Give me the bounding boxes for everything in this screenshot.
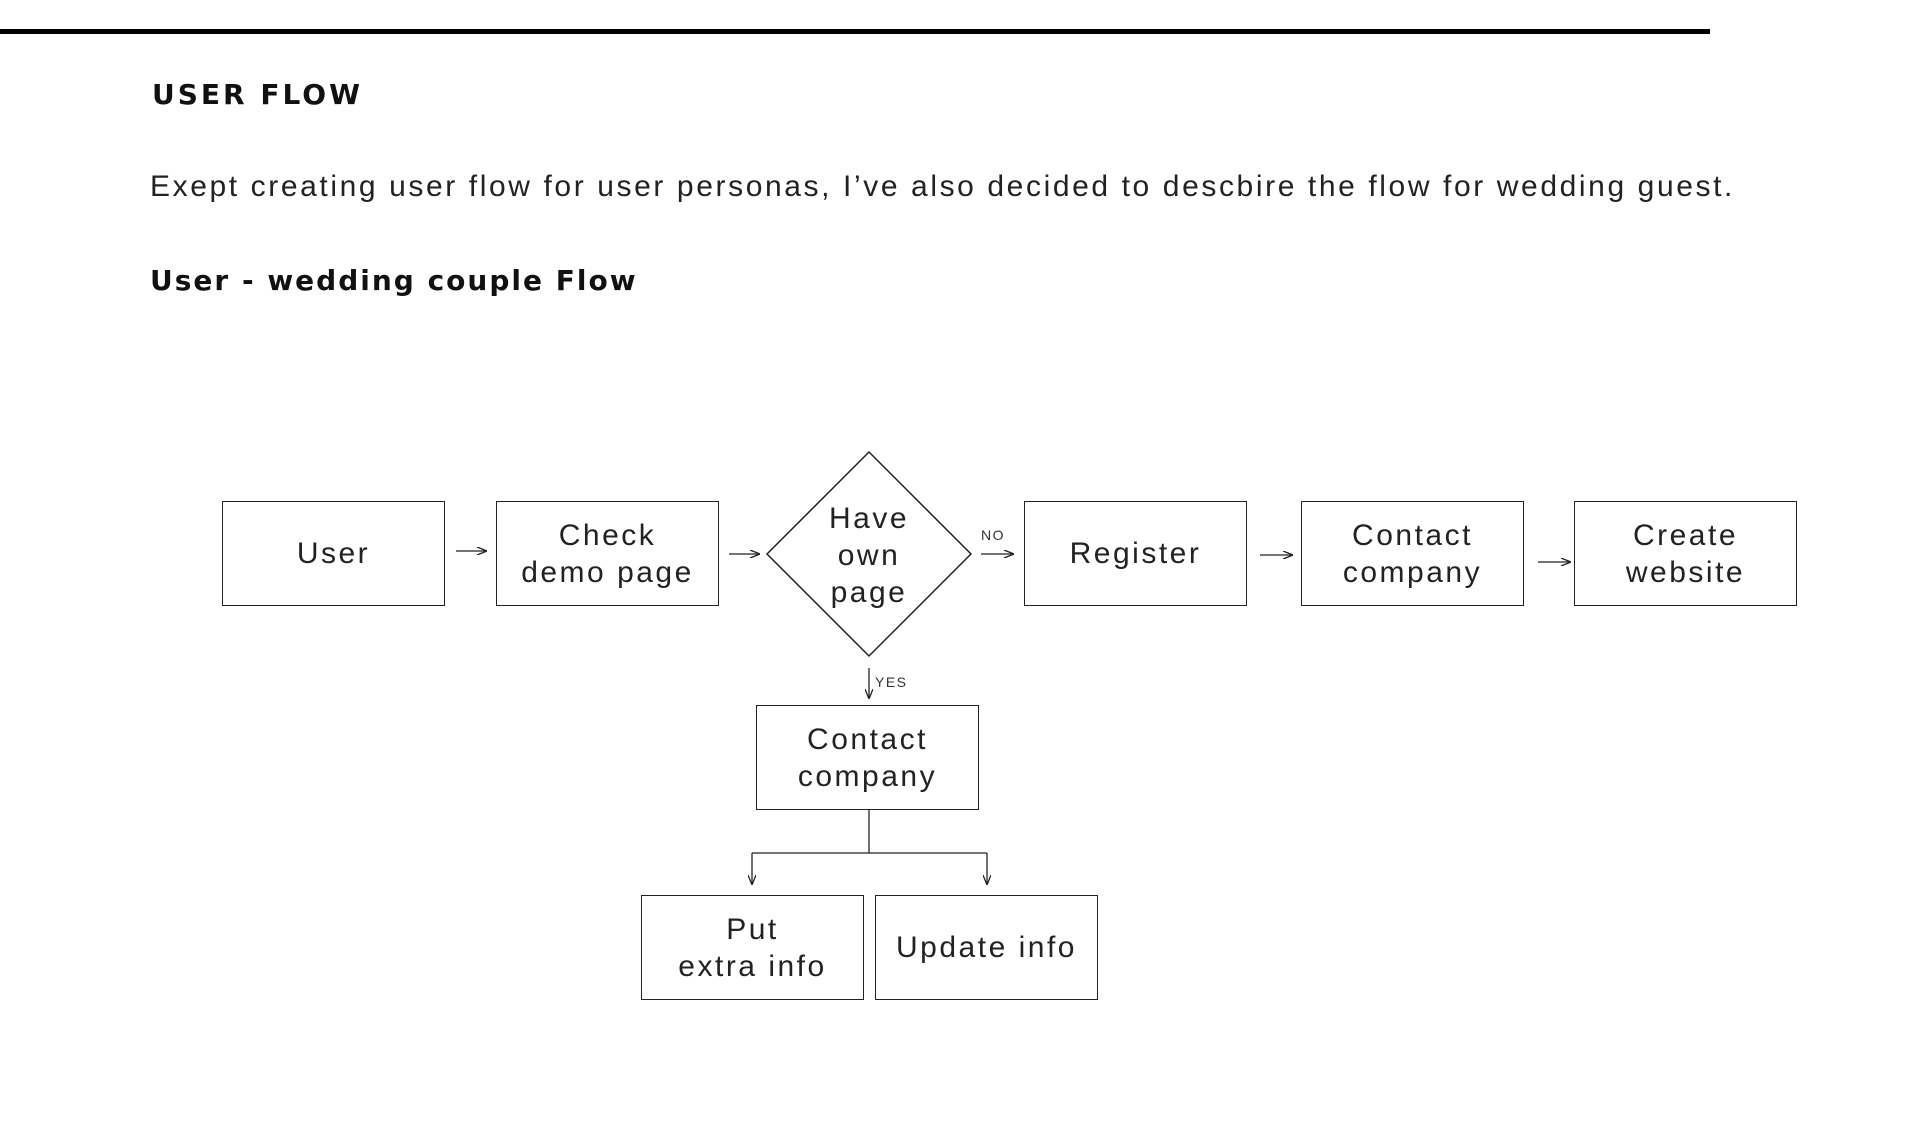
decision-label: Have own page — [828, 502, 910, 609]
section-heading: USER FLOW — [152, 78, 363, 111]
top-rule — [0, 29, 1710, 34]
intro-text: Exept creating user flow for user person… — [150, 170, 1735, 203]
node-create-website: Create website — [1574, 501, 1797, 606]
node-put-extra-info: Put extra info — [641, 895, 864, 1000]
edge-label-yes: YES — [875, 674, 908, 690]
decision-diamond — [765, 450, 973, 658]
node-update-info: Update info — [875, 895, 1098, 1000]
node-contact-company: Contact company — [1301, 501, 1524, 606]
node-register: Register — [1024, 501, 1247, 606]
edge-label-no: NO — [981, 527, 1005, 543]
node-check-demo-page: Check demo page — [496, 501, 719, 606]
node-contact-company-yes: Contact company — [756, 705, 979, 810]
flow-title: User - wedding couple Flow — [150, 264, 638, 297]
node-user: User — [222, 501, 445, 606]
